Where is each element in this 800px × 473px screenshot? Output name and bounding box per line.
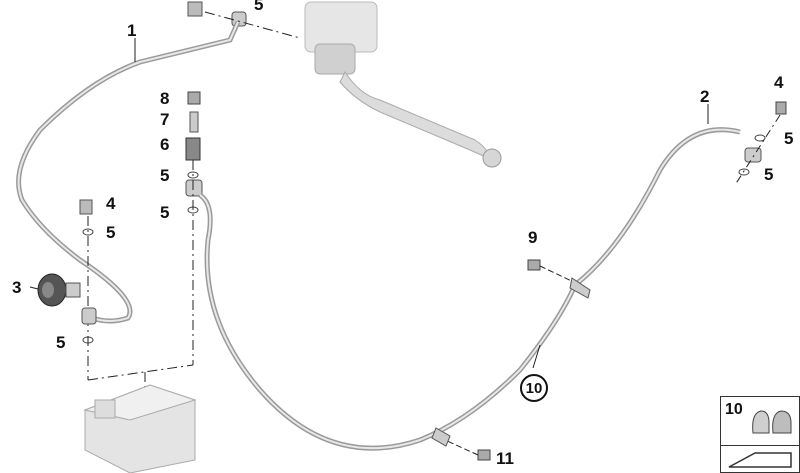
callout-1: 1 (127, 21, 137, 40)
callout-2: 2 (700, 87, 710, 106)
callout-5-a: 5 (106, 223, 116, 242)
bolt-4-left (79, 199, 93, 215)
leader-top (204, 11, 301, 39)
part-3-cap (37, 273, 81, 307)
callout-5-e: 5 (784, 129, 794, 148)
clip-icon (752, 410, 792, 434)
callout-10-circled: 10 (520, 374, 548, 402)
callout-7: 7 (160, 110, 170, 129)
inset-divider (721, 445, 799, 446)
callout-11: 11 (496, 449, 514, 468)
master-cylinder (304, 1, 502, 168)
abs-unit (83, 384, 197, 473)
callout-5-c: 5 (160, 166, 170, 185)
callout-9: 9 (528, 228, 538, 247)
callout-4-left: 4 (106, 194, 116, 213)
callout-6: 6 (160, 135, 170, 154)
callout-8: 8 (160, 89, 170, 108)
callout-4-right: 4 (774, 73, 784, 92)
callout-5-g: 5 (254, 0, 264, 14)
callout-5-f: 5 (764, 165, 774, 184)
hose-rear (198, 127, 741, 451)
callout-3: 3 (12, 278, 22, 297)
callout-5-d: 5 (160, 203, 170, 222)
arrow-icon (728, 452, 792, 468)
inset-box: 10 (720, 396, 800, 473)
right-fittings (734, 101, 787, 186)
center-column-parts (185, 91, 203, 214)
callout-5-b: 5 (56, 333, 66, 352)
inset-label-10: 10 (725, 401, 743, 418)
top-banjo-bolt (187, 1, 247, 27)
